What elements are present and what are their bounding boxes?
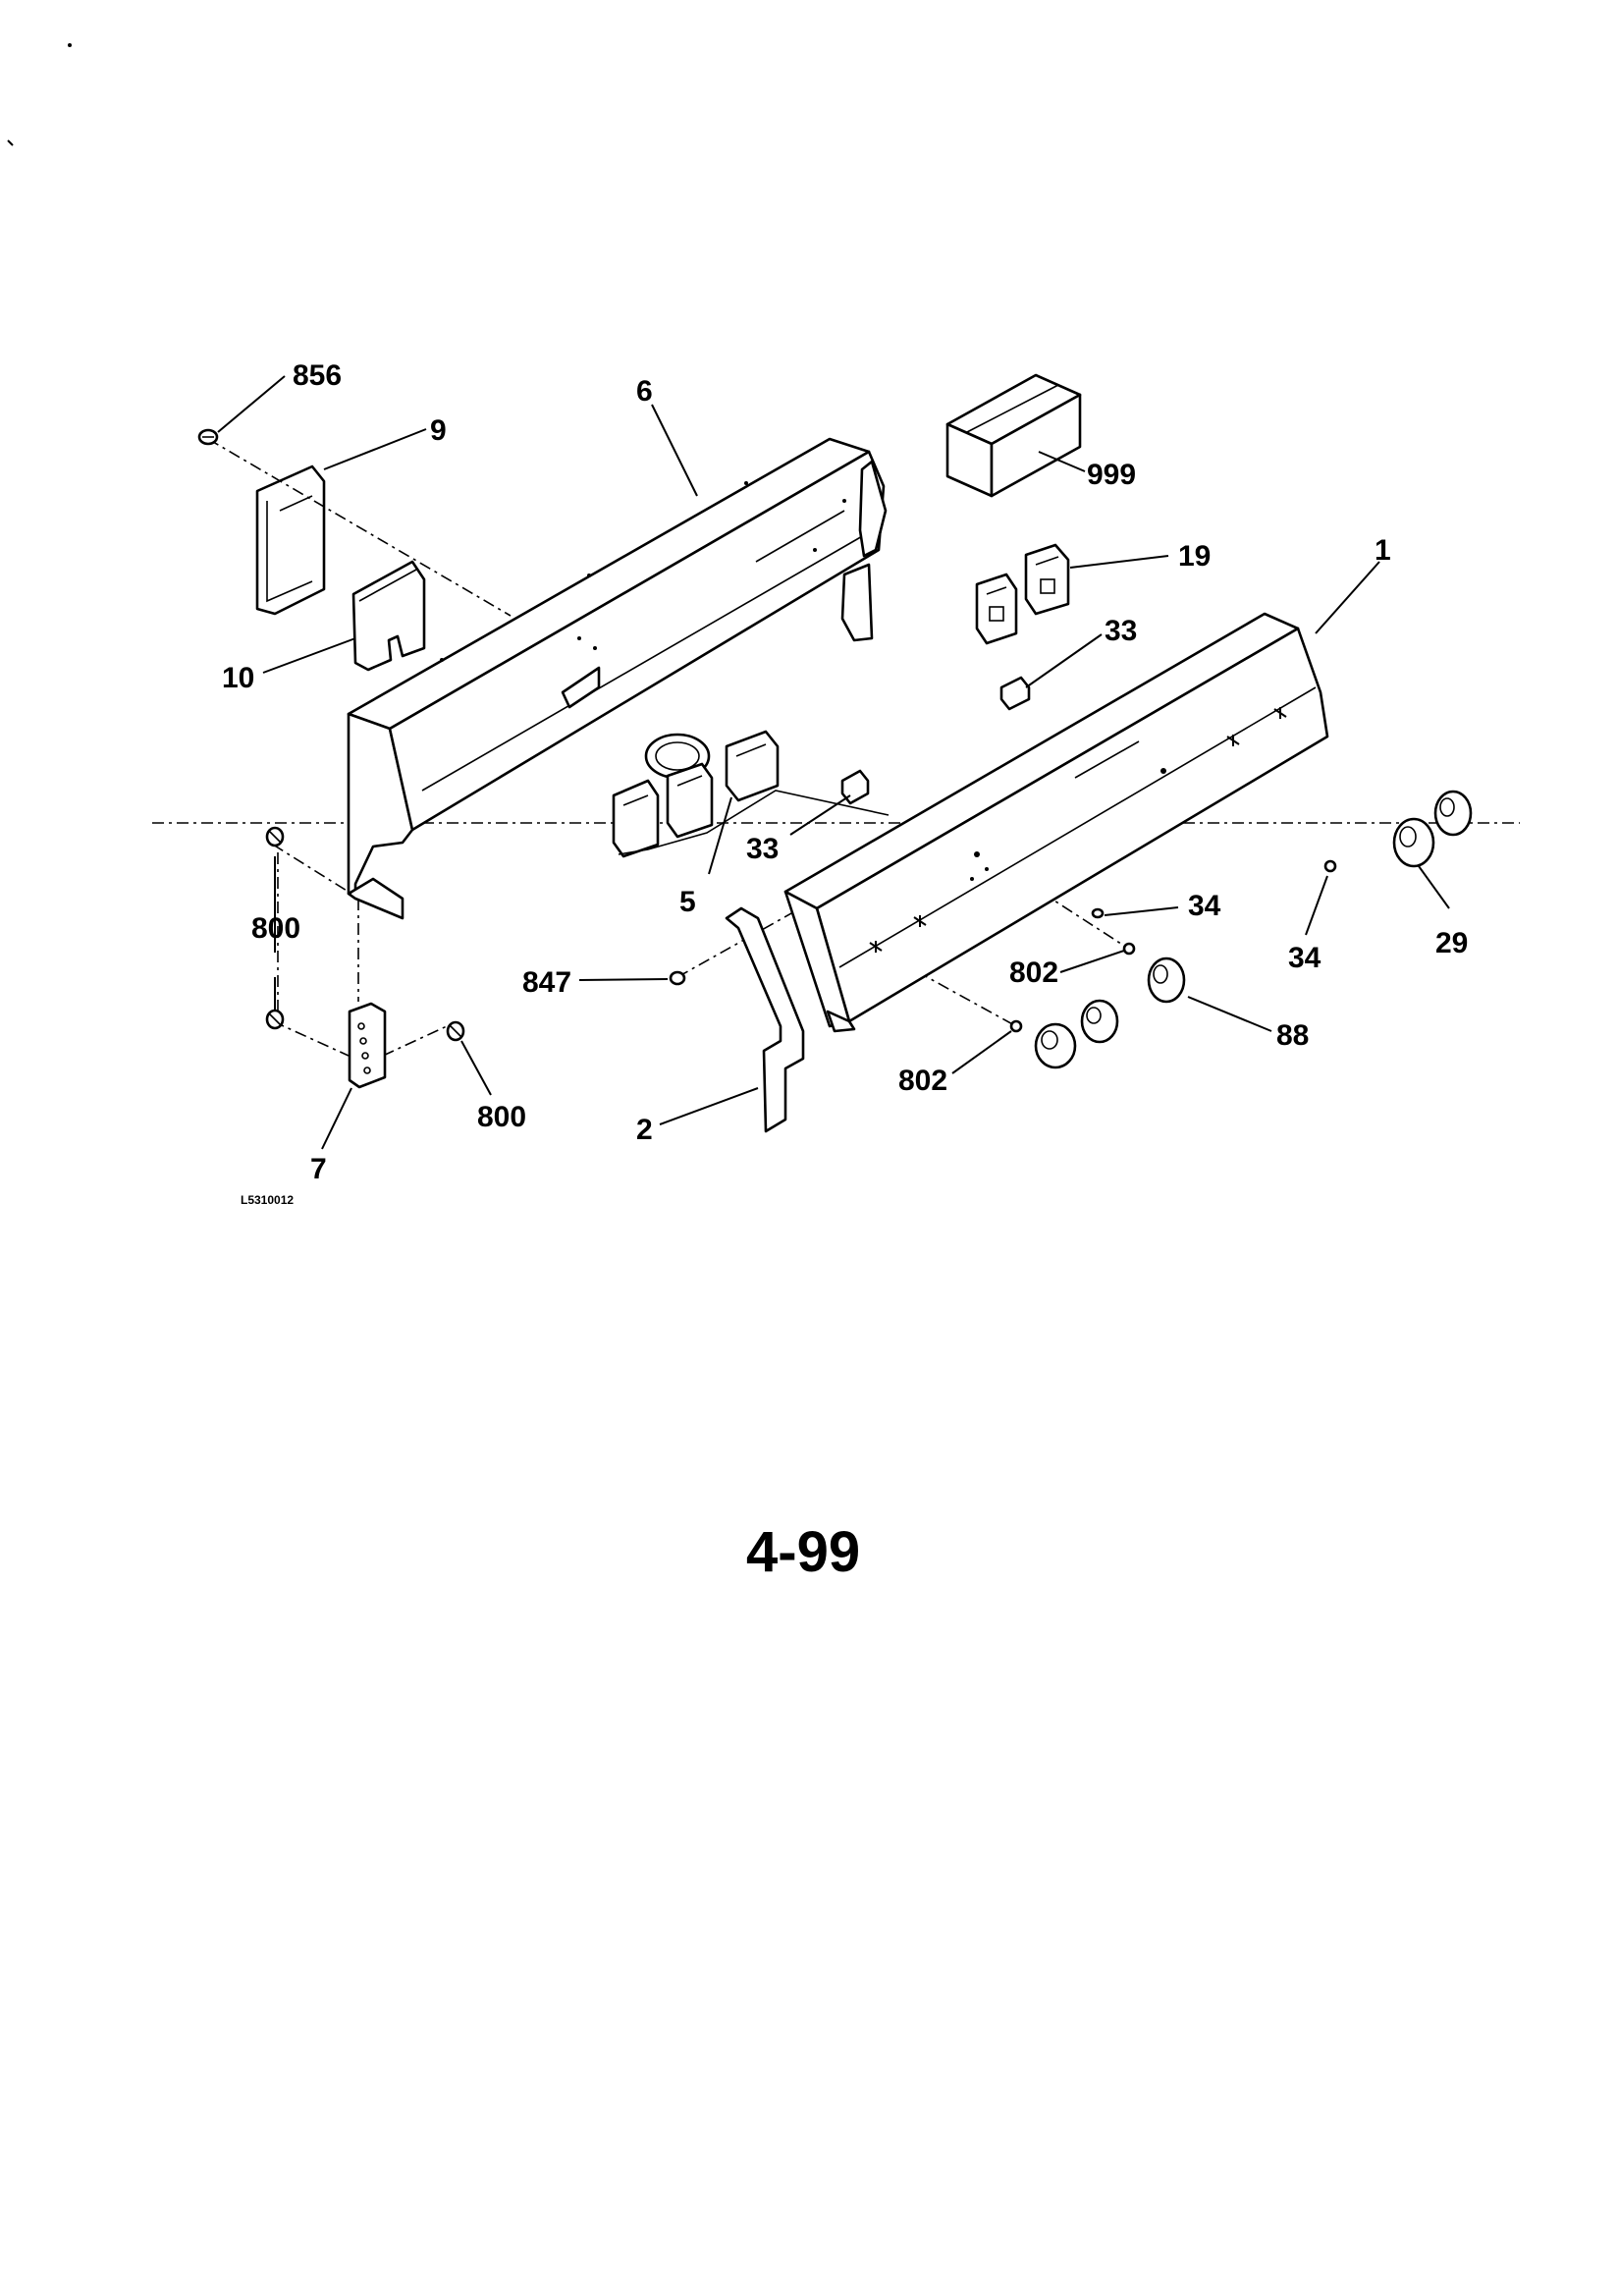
callout-29: 29: [1435, 927, 1468, 959]
callout-6: 6: [636, 375, 653, 408]
speck: [68, 43, 72, 47]
callout-9: 9: [430, 414, 447, 447]
callout-999: 999: [1087, 459, 1136, 491]
bushing-34-right: [1323, 859, 1337, 873]
page-number: 4-99: [746, 1520, 860, 1584]
callout-34-left: 34: [1188, 890, 1221, 922]
screw-802-lower: [1009, 1019, 1023, 1033]
callout-7: 7: [310, 1153, 327, 1185]
callout-802-upper: 802: [1009, 957, 1058, 989]
callout-10: 10: [222, 662, 254, 694]
screw-856: [197, 428, 219, 446]
screw-847: [669, 970, 686, 986]
callout-19: 19: [1178, 540, 1211, 573]
bracket-9: [255, 465, 326, 616]
bracket-7: [348, 1002, 387, 1089]
callout-800-lower: 800: [477, 1101, 526, 1133]
drawing-code: L5310012: [241, 1193, 294, 1207]
callout-33-upper: 33: [1105, 615, 1137, 647]
callout-88: 88: [1276, 1019, 1309, 1052]
shield-10: [351, 560, 426, 672]
callout-800-upper: 800: [251, 912, 300, 945]
control-assembly-5: [612, 730, 890, 858]
knob-29-b: [1433, 790, 1473, 837]
bracket-2: [725, 906, 805, 1133]
screw-802-upper: [1122, 942, 1136, 956]
knob-29-a: [1392, 817, 1435, 868]
package-999: [945, 373, 1082, 498]
callout-2: 2: [636, 1114, 653, 1146]
callout-33-lower: 33: [746, 833, 779, 865]
screw-800-right: [446, 1020, 465, 1042]
callout-5: 5: [679, 886, 696, 918]
callout-34-right: 34: [1288, 942, 1321, 974]
callout-856: 856: [293, 359, 342, 392]
backguard-body: [347, 437, 888, 920]
callout-1: 1: [1375, 534, 1391, 567]
clip-33-upper: [999, 676, 1031, 711]
speck: [7, 139, 14, 146]
knob-88-b: [1080, 999, 1119, 1044]
leader-lines: [217, 375, 1450, 1150]
clip-33-lower: [840, 769, 870, 805]
switch-19: [975, 543, 1070, 645]
callout-847: 847: [522, 966, 571, 999]
screw-800-upper: [265, 826, 285, 847]
callout-802-lower: 802: [898, 1065, 947, 1097]
knob-88-c: [1147, 957, 1186, 1004]
screw-800-lower: [265, 1009, 285, 1030]
control-panel: [783, 612, 1329, 1033]
bushing-34-left: [1091, 907, 1105, 919]
knob-88-a: [1034, 1022, 1077, 1069]
